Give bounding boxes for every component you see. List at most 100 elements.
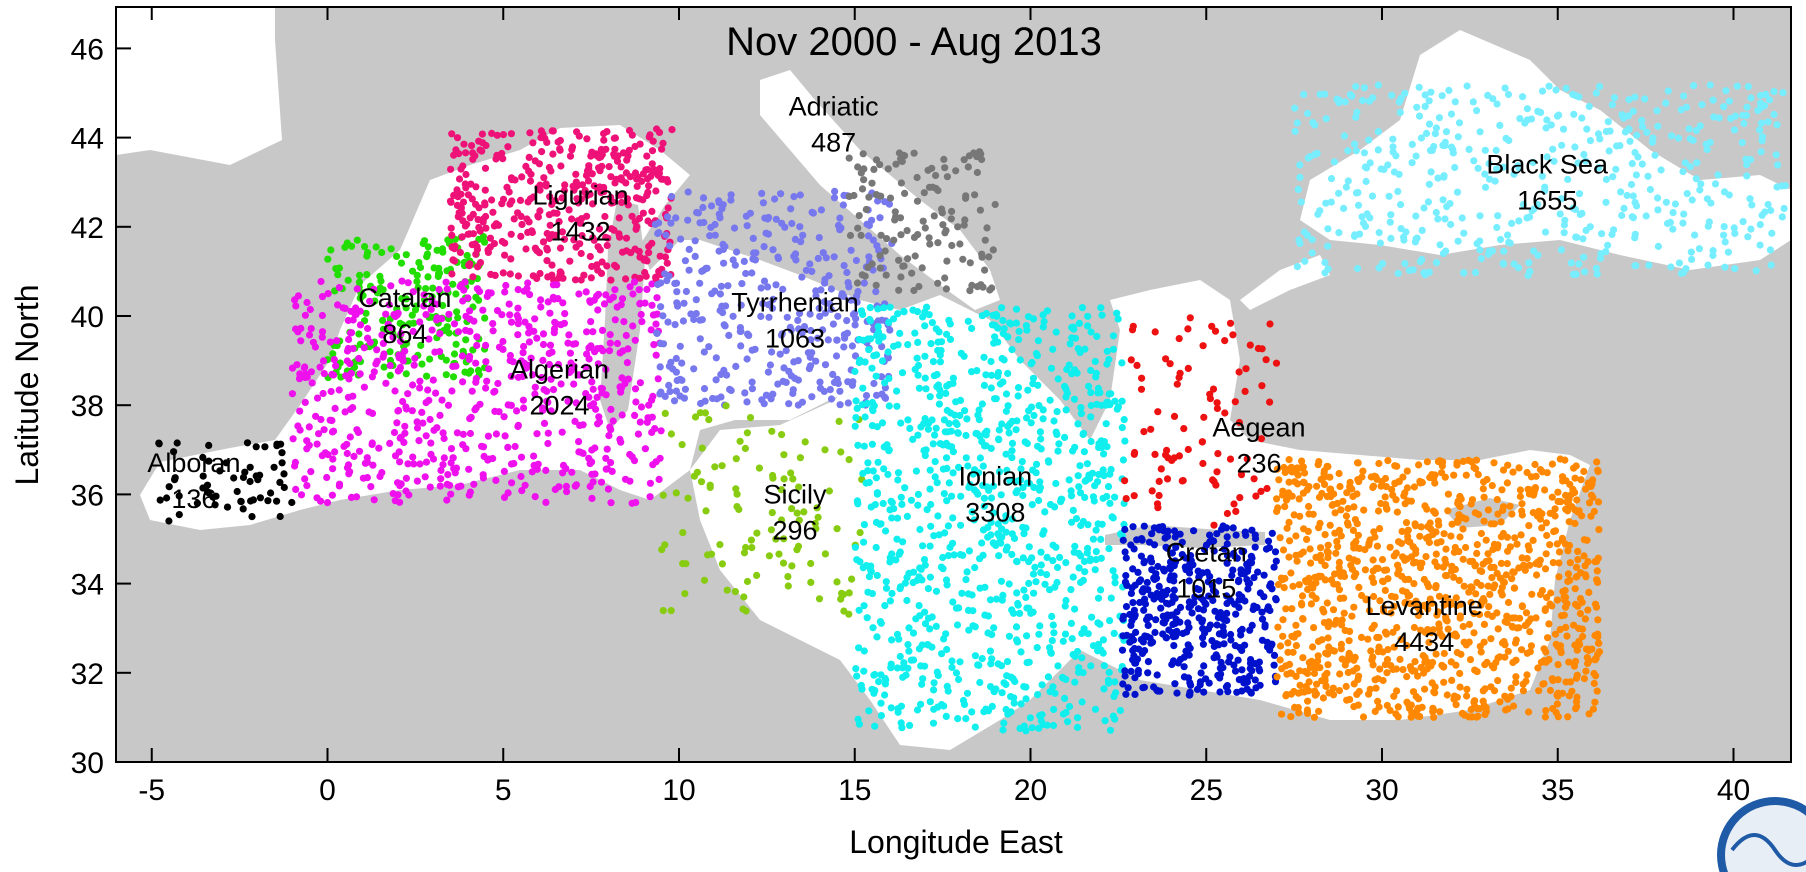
float-position-dot <box>1411 600 1419 608</box>
float-position-dot <box>501 432 509 440</box>
float-position-dot <box>881 602 889 610</box>
float-position-dot <box>1738 139 1746 147</box>
float-position-dot <box>656 390 664 398</box>
float-position-dot <box>839 201 848 209</box>
float-position-dot <box>462 184 470 192</box>
float-position-dot <box>933 479 941 487</box>
float-position-dot <box>1383 701 1391 710</box>
float-position-dot <box>1438 462 1446 470</box>
float-position-dot <box>436 482 444 490</box>
float-position-dot <box>1481 661 1489 669</box>
float-position-dot <box>1425 538 1433 547</box>
float-position-dot <box>1292 642 1300 650</box>
float-position-dot <box>1127 356 1135 364</box>
float-position-dot <box>1078 654 1086 662</box>
float-position-dot <box>1543 593 1551 602</box>
float-position-dot <box>1573 646 1581 654</box>
float-position-dot <box>280 483 288 492</box>
float-position-dot <box>1298 592 1307 600</box>
float-position-dot <box>1262 545 1271 553</box>
float-position-dot <box>1680 268 1688 277</box>
float-position-dot <box>1408 159 1416 167</box>
float-position-dot <box>1092 526 1100 534</box>
float-position-dot <box>628 453 636 461</box>
float-position-dot <box>1724 248 1732 256</box>
float-position-dot <box>506 270 514 278</box>
float-position-dot <box>952 669 961 677</box>
float-position-dot <box>947 215 955 223</box>
float-position-dot <box>1778 182 1786 190</box>
float-position-dot <box>1401 500 1409 508</box>
float-position-dot <box>401 422 409 430</box>
float-position-dot <box>1565 541 1574 550</box>
float-position-dot <box>893 402 901 410</box>
float-position-dot <box>1230 500 1238 508</box>
float-position-dot <box>1086 555 1094 563</box>
float-position-dot <box>313 440 321 448</box>
float-position-dot <box>1150 595 1158 603</box>
float-position-dot <box>731 588 740 596</box>
float-position-dot <box>1197 669 1205 677</box>
float-position-dot <box>894 476 902 484</box>
float-position-dot <box>1059 637 1067 645</box>
float-position-dot <box>567 367 575 375</box>
float-position-dot <box>409 288 417 296</box>
float-position-dot <box>1421 91 1429 99</box>
float-position-dot <box>1427 168 1435 176</box>
float-position-dot <box>1355 687 1363 696</box>
float-position-dot <box>867 568 875 576</box>
float-position-dot <box>416 318 424 326</box>
float-position-dot <box>854 441 862 449</box>
float-position-dot <box>487 289 495 297</box>
float-position-dot <box>1418 478 1426 487</box>
float-position-dot <box>838 290 846 298</box>
float-position-dot <box>1101 717 1109 725</box>
float-position-dot <box>1165 600 1173 608</box>
float-position-dot <box>1709 96 1717 104</box>
float-position-dot <box>1756 221 1764 229</box>
float-position-dot <box>1051 503 1059 511</box>
float-position-dot <box>1387 609 1395 617</box>
float-position-dot <box>1301 257 1309 265</box>
float-position-dot <box>1350 603 1358 611</box>
float-position-dot <box>1214 450 1222 458</box>
float-position-dot <box>1229 331 1237 339</box>
float-position-dot <box>1509 468 1517 476</box>
float-position-dot <box>997 577 1006 585</box>
float-position-dot <box>1037 569 1045 577</box>
float-position-dot <box>239 505 247 513</box>
float-position-dot <box>323 499 332 507</box>
float-position-dot <box>1173 689 1181 697</box>
float-position-dot <box>1424 198 1432 206</box>
float-position-dot <box>1069 447 1077 455</box>
float-position-dot <box>888 636 896 644</box>
float-position-dot <box>1299 463 1307 471</box>
float-position-dot <box>620 318 628 326</box>
float-position-dot <box>1386 543 1394 551</box>
float-position-dot <box>976 454 985 462</box>
float-position-dot <box>1296 550 1305 558</box>
float-position-dot <box>273 497 281 505</box>
float-position-dot <box>1410 483 1418 491</box>
float-position-dot <box>1307 600 1315 608</box>
float-position-dot <box>1122 572 1130 580</box>
float-position-dot <box>1565 692 1573 700</box>
float-position-dot <box>759 199 768 207</box>
float-position-dot <box>1472 590 1480 598</box>
float-position-dot <box>1079 669 1087 677</box>
float-position-dot <box>608 467 616 475</box>
float-position-dot <box>256 494 264 502</box>
float-position-dot <box>1195 586 1203 594</box>
float-position-dot <box>1299 489 1307 497</box>
float-position-dot <box>748 544 756 552</box>
float-position-dot <box>1756 241 1764 249</box>
float-position-dot <box>1393 508 1401 516</box>
float-position-dot <box>743 355 751 363</box>
float-position-dot <box>988 284 996 292</box>
float-position-dot <box>1266 320 1274 328</box>
float-position-dot <box>1477 255 1485 263</box>
float-position-dot <box>991 333 999 341</box>
float-position-dot <box>1509 658 1517 667</box>
float-position-dot <box>648 207 656 215</box>
float-position-dot <box>989 246 997 254</box>
